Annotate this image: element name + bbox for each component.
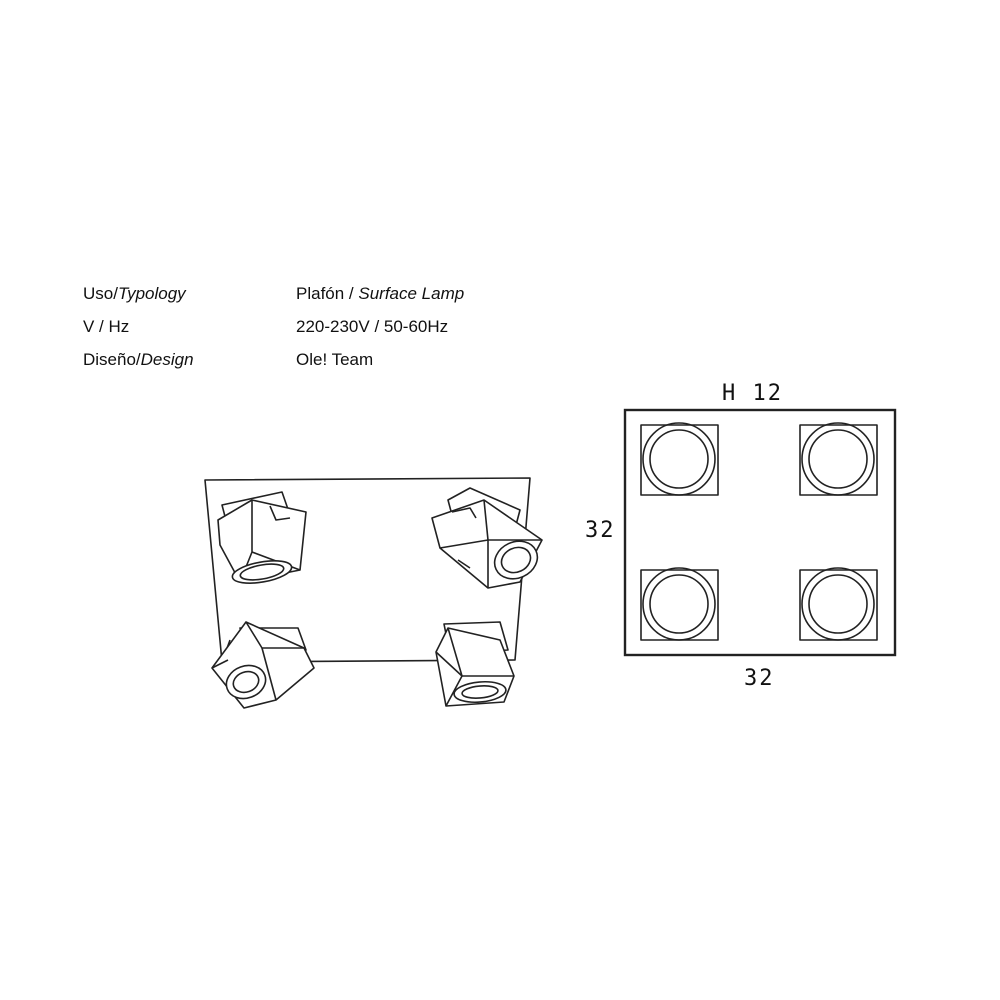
dimension-bottom: 32	[744, 666, 775, 691]
top-view-outline	[623, 408, 897, 657]
spot-bottom-right-icon	[435, 621, 515, 707]
spec-value-voltage: 220-230V / 50-60Hz	[296, 317, 449, 336]
spot-top-right-icon	[431, 487, 543, 589]
spot-top-left-icon	[217, 491, 307, 584]
top-view-spot-1-icon	[640, 422, 719, 496]
spec-value-design: Ole! Team	[296, 350, 374, 369]
top-view-spot-4-icon	[799, 567, 878, 641]
dimension-height: H 12	[722, 381, 783, 406]
spec-label-design: Diseño/Design	[83, 350, 194, 369]
dimension-side: 32	[585, 518, 616, 543]
spot-bottom-left-icon	[211, 621, 315, 709]
top-view-spot-2-icon	[799, 422, 878, 496]
spec-value-typology: Plafón / Surface Lamp	[296, 284, 465, 303]
top-view-spot-3-icon	[640, 567, 719, 641]
spec-label-typology: Uso/Typology	[83, 284, 186, 303]
spec-label-voltage: V / Hz	[83, 317, 130, 336]
